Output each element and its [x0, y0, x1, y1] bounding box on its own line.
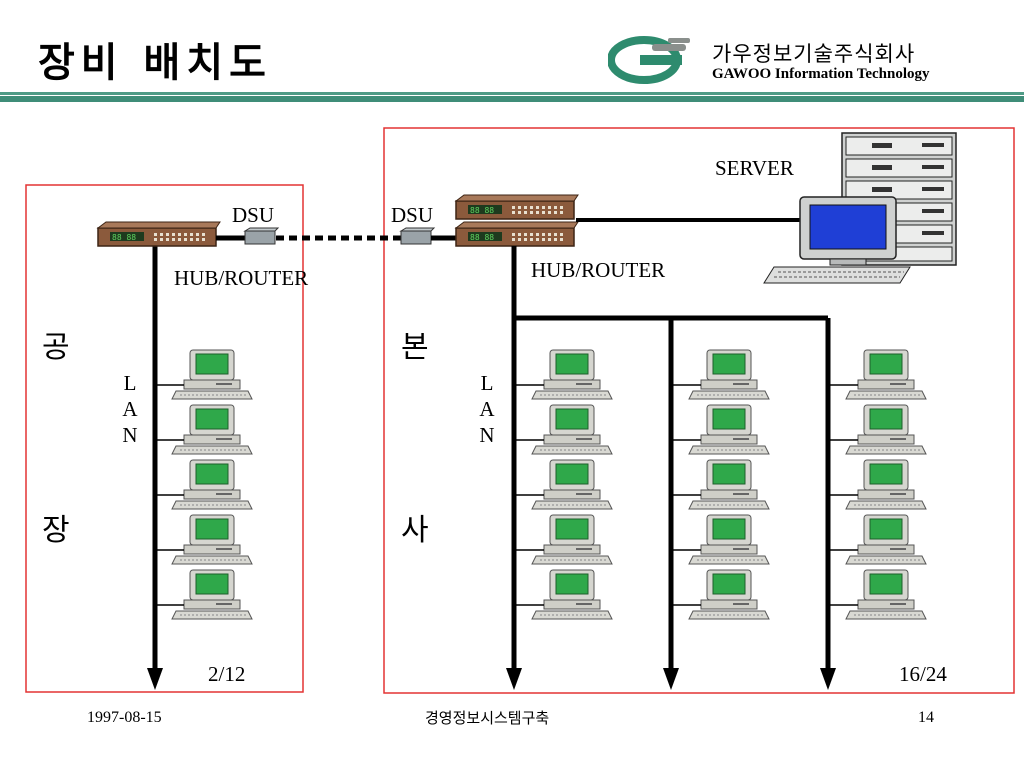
- pc-icon: [671, 459, 770, 510]
- lan-letter: L: [123, 371, 137, 395]
- branch-dsu-label: DSU: [232, 203, 275, 227]
- page-title: 장비 배치도: [38, 40, 272, 86]
- branch-lan-label: L A N: [120, 370, 140, 448]
- pc-icon: [514, 569, 613, 620]
- hq-label-bottom: 사: [401, 513, 429, 548]
- pc-icon: [514, 514, 613, 565]
- hq-frame: [383, 127, 1015, 694]
- pc-icon: [155, 459, 253, 510]
- branch-router-label: HUB/ROUTER: [174, 266, 309, 290]
- gawoo-logo-icon: [607, 36, 690, 84]
- branch-router-icon: [97, 221, 221, 247]
- pc-icon: [671, 514, 770, 565]
- hq-count: 16/24: [899, 662, 947, 686]
- hq-pc-column-3: [828, 349, 927, 620]
- pc-icon: [671, 569, 770, 620]
- pc-icon: [155, 514, 253, 565]
- lan-letter: A: [479, 397, 495, 421]
- lan-letter: N: [122, 423, 138, 447]
- footer-course: 경영정보시스템구축: [425, 709, 550, 727]
- pc-icon: [155, 349, 253, 400]
- footer-date: 1997-08-15: [87, 709, 162, 726]
- hq-router-label: HUB/ROUTER: [531, 258, 666, 282]
- branch-dsu-icon: [244, 227, 279, 245]
- hq-dsu-label: DSU: [391, 203, 434, 227]
- branch-label-bottom: 장: [42, 513, 70, 548]
- hq-dsu-icon: [400, 227, 435, 245]
- branch-frame: [25, 184, 304, 693]
- company-name-english: GAWOO Information Technology: [712, 66, 930, 82]
- pc-icon: [828, 404, 927, 455]
- hq-lan-arrow-1: [506, 668, 522, 690]
- lan-letter: A: [122, 397, 138, 421]
- branch-label-top: 공: [42, 330, 70, 365]
- page-number: 14: [918, 709, 934, 726]
- pc-icon: [514, 459, 613, 510]
- header-divider: [0, 92, 1024, 102]
- pc-icon: [828, 514, 927, 565]
- branch-count: 2/12: [208, 662, 246, 686]
- hq-hub-icon: [455, 221, 579, 247]
- hq-router-icon: [455, 194, 579, 220]
- company-logo: [607, 36, 706, 84]
- company-name-korean: 가우정보기술주식회사: [712, 42, 916, 66]
- hq-pc-column-2: [671, 349, 770, 620]
- lan-letter: L: [480, 371, 494, 395]
- hq-label-top: 본: [401, 330, 429, 365]
- pc-icon: [155, 569, 253, 620]
- server-label: SERVER: [715, 156, 794, 180]
- pc-icon: [671, 404, 770, 455]
- workstation-icon: [763, 196, 911, 284]
- pc-icon: [828, 569, 927, 620]
- hq-pc-column-1: [514, 349, 613, 620]
- pc-icon: [514, 404, 613, 455]
- pc-icon: [671, 349, 770, 400]
- hq-lan-arrow-3: [820, 668, 836, 690]
- pc-icon: [828, 349, 927, 400]
- branch-pc-column: [155, 349, 253, 620]
- hq-lan-arrow-2: [663, 668, 679, 690]
- hq-lan-label: L A N: [477, 370, 497, 448]
- branch-lan-arrow: [147, 668, 163, 690]
- pc-icon: [828, 459, 927, 510]
- lan-letter: N: [479, 423, 495, 447]
- pc-icon: [514, 349, 613, 400]
- pc-icon: [155, 404, 253, 455]
